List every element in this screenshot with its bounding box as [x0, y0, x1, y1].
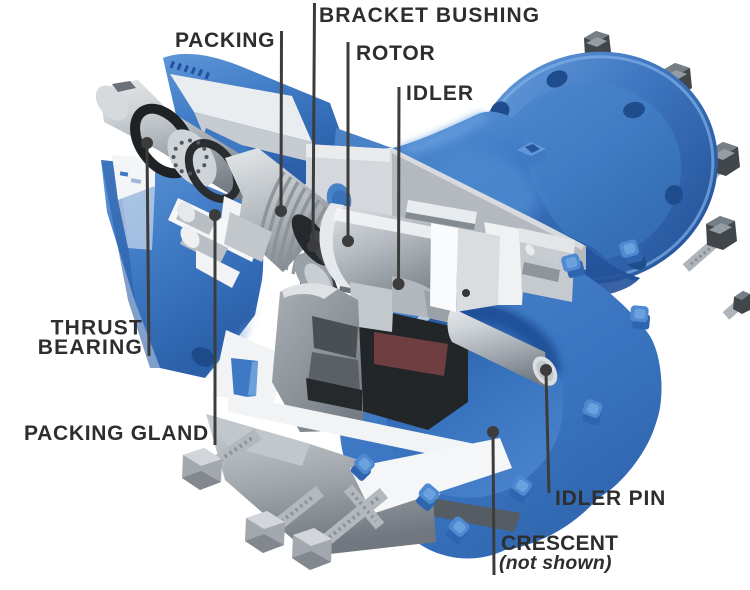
svg-text:IDLER: IDLER [406, 82, 474, 105]
svg-text:BEARING: BEARING [38, 336, 143, 359]
svg-text:THRUST: THRUST [51, 317, 143, 340]
svg-text:PACKING GLAND: PACKING GLAND [24, 422, 209, 445]
svg-text:BRACKET BUSHING: BRACKET BUSHING [319, 4, 540, 27]
svg-text:IDLER PIN: IDLER PIN [555, 487, 666, 510]
svg-text:CRESCENT: CRESCENT [501, 532, 618, 555]
svg-text:ROTOR: ROTOR [356, 42, 435, 65]
svg-text:PACKING: PACKING [175, 29, 275, 52]
svg-text:(not shown): (not shown) [499, 552, 612, 574]
